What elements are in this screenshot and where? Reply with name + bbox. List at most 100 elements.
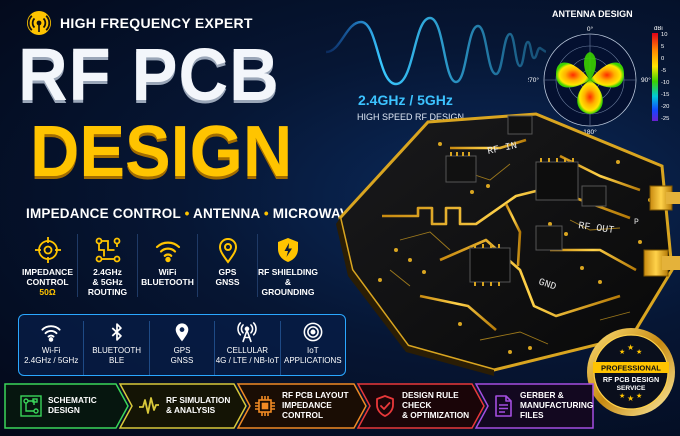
step-simulation: RF SIMULATION & ANALYSIS — [128, 383, 242, 429]
feature-line-2: & 5GHz — [92, 276, 123, 287]
bluetooth-icon — [111, 323, 122, 341]
feature-line-2: & GROUNDING — [261, 276, 315, 297]
rf-wave-graphic — [326, 16, 546, 86]
wifi-icon — [41, 325, 61, 342]
scale-tick: 0 — [661, 56, 664, 62]
shield-icon — [278, 238, 298, 262]
wireless-item-bluetooth: BLUETOOTH BLE — [84, 321, 150, 375]
feature-line-2: CONTROL — [26, 276, 69, 287]
feature-item-impedance: IMPEDANCE CONTROL 50Ω — [18, 234, 78, 298]
svg-text:★: ★ — [627, 394, 634, 403]
process-steps: SCHEMATIC DESIGN RF SIMULATION & ANALYSI… — [4, 383, 594, 429]
step-line-2: IMPEDANCE CONTROL — [282, 400, 332, 420]
shield-check-icon — [376, 395, 394, 417]
scale-tick: -5 — [661, 68, 666, 74]
tagline: IMPEDANCE CONTROL • ANTENNA • MICROWAVE — [26, 206, 358, 221]
pcb-label-rf-out: RF OUT — [577, 221, 614, 237]
antenna-polar-plot: 0° 90° 180° 270° — [528, 25, 651, 136]
wireless-line-2: 2.4GHz / 5GHz — [24, 355, 79, 365]
step-line-3: FILES — [520, 409, 544, 420]
tagline-part-1: IMPEDANCE CONTROL — [26, 206, 181, 221]
step-layout: RF PCB LAYOUT IMPEDANCE CONTROL — [244, 383, 360, 429]
signal-icon — [27, 11, 51, 35]
tagline-part-2: ANTENNA — [193, 206, 260, 221]
step-line-2: & ANALYSIS — [166, 405, 216, 415]
waveform-icon — [139, 397, 159, 414]
step-line-2: & OPTIMIZATION — [402, 409, 470, 420]
feature-item-routing: 2.4GHz & 5GHz ROUTING — [78, 234, 138, 298]
scale-unit: dBi — [654, 26, 663, 32]
scale-tick: 5 — [661, 44, 664, 50]
feature-item-wifi: WiFi BLUETOOTH — [138, 234, 198, 298]
step-line-1: GERBER & — [520, 390, 564, 401]
feature-line-1: WiFi — [158, 267, 177, 277]
feature-line-1: IMPEDANCE — [21, 267, 73, 277]
step-drc: DESIGN RULE CHECK & OPTIMIZATION — [364, 383, 478, 429]
pcb-board-illustration: RF IN RF OUT GND P — [336, 112, 680, 376]
feature-item-shielding: RF SHIELDING & GROUNDING — [258, 234, 318, 297]
scale-tick: -10 — [661, 80, 669, 86]
feature-line-1: 2.4GHz — [93, 267, 122, 277]
feature-item-gps: GPS GNSS — [198, 234, 258, 298]
svg-text:★: ★ — [619, 392, 625, 400]
svg-text:★: ★ — [636, 392, 642, 400]
step-gerber: GERBER & MANUFACTURING FILES — [482, 383, 594, 429]
wireless-line-1: Wi-Fi — [41, 346, 61, 355]
pcb-label-gnd: GND — [537, 277, 558, 293]
svg-text:★: ★ — [627, 343, 634, 352]
badge-text: HIGH FREQUENCY EXPERT — [60, 15, 253, 31]
feature-line-1: RF SHIELDING — [258, 267, 318, 277]
title-line-1: RF PCB — [18, 33, 280, 116]
feature-line-3: ROUTING — [87, 286, 128, 297]
step-line-1: DESIGN RULE CHECK — [402, 390, 459, 411]
chip-icon — [255, 396, 275, 416]
seal-line-1: PROFESSIONAL — [601, 364, 661, 373]
target-icon — [34, 237, 61, 263]
step-schematic: SCHEMATIC DESIGN — [10, 383, 120, 429]
wireless-line-2: BLE — [109, 355, 125, 365]
tagline-separator-2: • — [263, 206, 269, 221]
step-line-1: RF PCB LAYOUT — [282, 390, 349, 401]
cell-tower-icon — [237, 322, 258, 343]
scale-tick: 10 — [661, 32, 667, 38]
svg-text:★: ★ — [619, 348, 625, 356]
wireless-line-1: BLUETOOTH — [92, 346, 141, 355]
step-line-2: MANUFACTURING — [520, 400, 594, 411]
professional-seal: ★★★ ★★★ PROFESSIONAL RF PCB DESIGN SERVI… — [587, 328, 675, 416]
seal-line-2: RF PCB DESIGN — [603, 375, 659, 384]
wireless-item-wifi: Wi-Fi 2.4GHz / 5GHz — [19, 321, 85, 375]
map-pin-icon — [175, 323, 189, 342]
scale-tick: -25 — [661, 116, 669, 122]
wireless-line-1: CELLULAR — [226, 346, 269, 355]
process-arrows — [4, 383, 594, 429]
wireless-line-2: GNSS — [170, 355, 194, 365]
tagline-separator-1: • — [184, 206, 190, 221]
wireless-line-1: IoT — [307, 346, 319, 355]
feature-line-3: 50Ω — [39, 286, 56, 297]
circuit-icon — [95, 237, 120, 263]
frequency-label: 2.4GHz / 5GHz — [358, 92, 453, 108]
document-icon — [495, 395, 512, 417]
angle-left: 270° — [528, 76, 539, 84]
wireless-line-2: 4G / LTE / NB-IoT — [215, 355, 280, 365]
map-pin-icon — [218, 238, 237, 264]
iot-icon — [303, 322, 323, 342]
scale-tick: -20 — [661, 104, 669, 110]
header-badge: HIGH FREQUENCY EXPERT — [26, 10, 253, 36]
tagline-part-3: MICROWAVE — [272, 206, 359, 221]
wireless-item-cellular: CELLULAR 4G / LTE / NB-IoT — [215, 321, 281, 375]
step-line-2: DESIGN — [48, 405, 80, 415]
title-line-2: DESIGN — [30, 112, 293, 192]
step-line-1: RF SIMULATION — [166, 395, 231, 406]
step-line-1: SCHEMATIC — [48, 395, 97, 406]
scale-tick: -15 — [661, 92, 669, 98]
wireless-line-1: GPS — [173, 346, 191, 355]
feature-list: IMPEDANCE CONTROL 50Ω 2.4GHz & 5GHz ROUT… — [18, 234, 318, 298]
angle-right: 90° — [641, 76, 651, 84]
wifi-icon — [155, 241, 180, 263]
wireless-item-iot: IoT APPLICATIONS — [281, 321, 345, 375]
wireless-panel: Wi-Fi 2.4GHz / 5GHz BLUETOOTH BLE GPS GN… — [18, 314, 346, 376]
feature-line-2: BLUETOOTH — [141, 276, 194, 287]
frequency-subtitle: HIGH SPEED RF DESIGN — [357, 112, 465, 122]
